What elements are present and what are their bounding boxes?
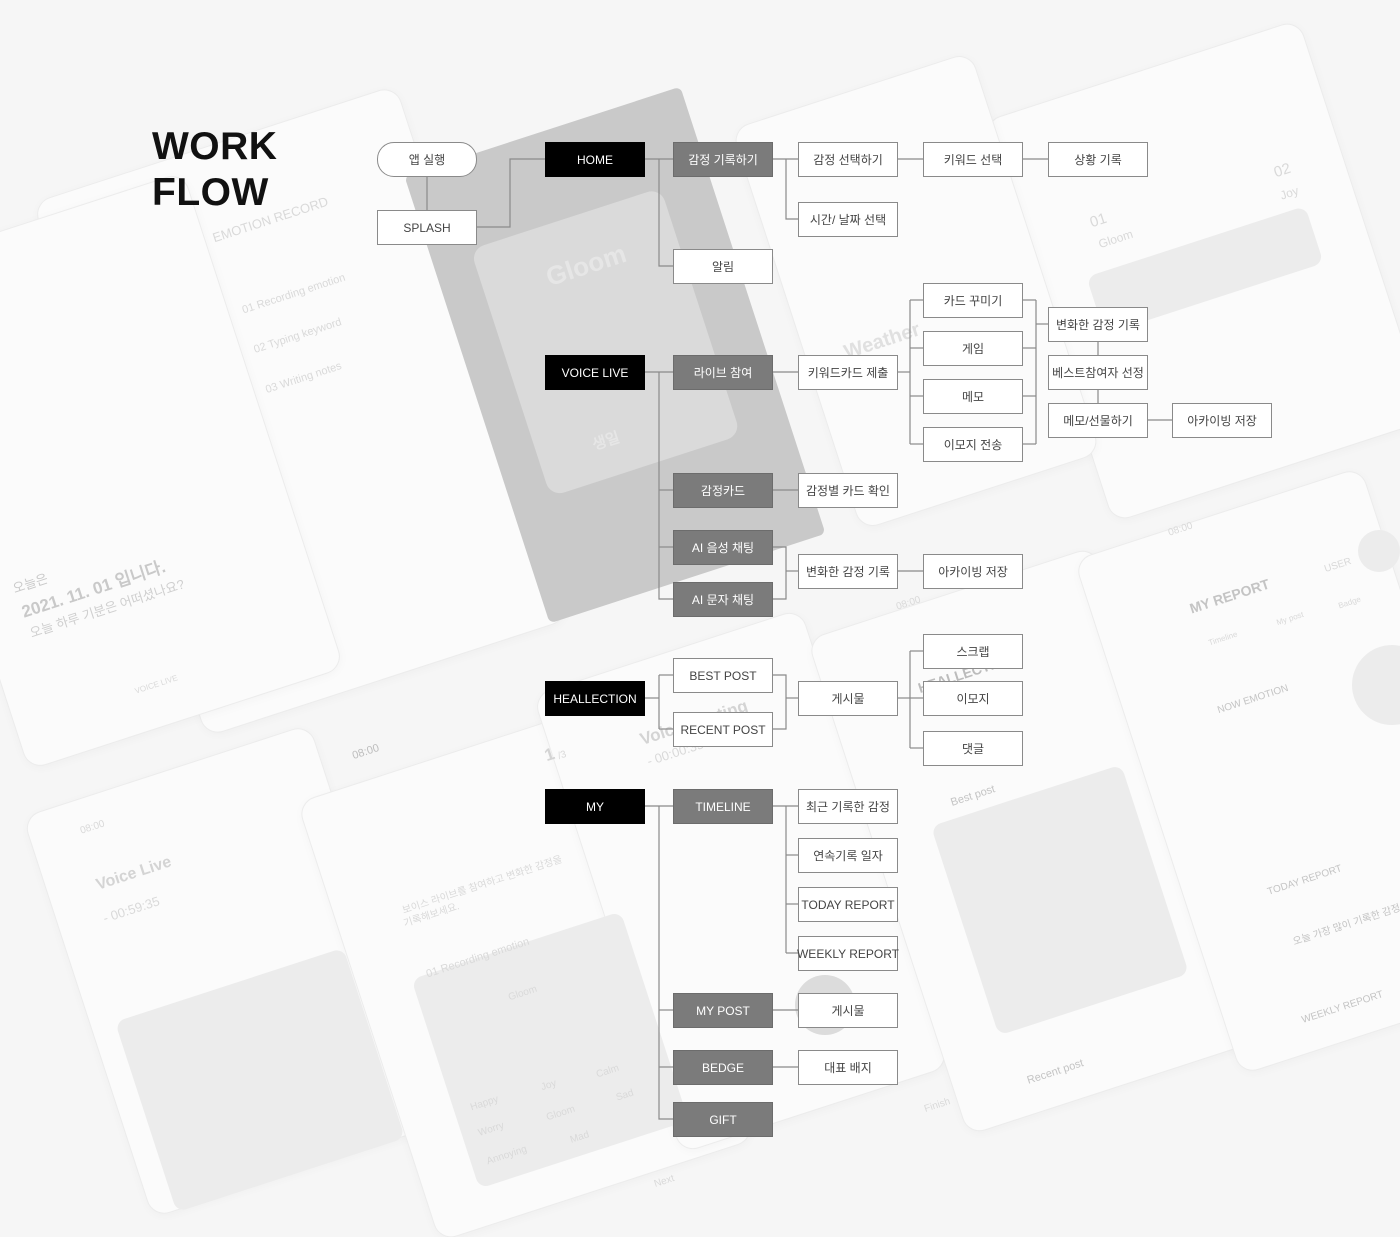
- node-home: HOME: [545, 142, 645, 177]
- node-my-post: MY POST: [673, 993, 773, 1028]
- node-my-posts: 게시물: [798, 993, 898, 1028]
- node-memo-gift: 메모/선물하기: [1048, 403, 1148, 438]
- node-emoji: 이모지: [923, 681, 1023, 716]
- node-send-emoji: 이모지 전송: [923, 427, 1023, 462]
- node-record-emotion: 감정 기록하기: [673, 142, 773, 177]
- node-best-post: BEST POST: [673, 658, 773, 693]
- node-ai-text-chat: AI 문자 채팅: [673, 582, 773, 617]
- bg-circle: [190, 1125, 236, 1171]
- node-voice-live: VOICE LIVE: [545, 355, 645, 390]
- node-main-badge: 대표 배지: [798, 1050, 898, 1085]
- node-decorate-card: 카드 꾸미기: [923, 283, 1023, 318]
- bg-circle: [255, 1108, 299, 1152]
- node-app-launch: 앱 실행: [377, 142, 477, 177]
- node-ai-voice-chat: AI 음성 채팅: [673, 530, 773, 565]
- bg-circle: [316, 1092, 360, 1136]
- node-recent-post: RECENT POST: [673, 712, 773, 747]
- node-weekly-report: WEEKLY REPORT: [797, 936, 899, 971]
- node-best-participant: 베스트참여자 선정: [1048, 355, 1148, 390]
- node-select-keyword: 키워드 선택: [923, 142, 1023, 177]
- node-my: MY: [545, 789, 645, 824]
- node-changed-emotion-record-2: 변화한 감정 기록: [798, 554, 898, 589]
- node-select-time-date: 시간/ 날짜 선택: [798, 202, 898, 237]
- node-archive-save-1: 아카이빙 저장: [1172, 403, 1272, 438]
- node-record-situation: 상황 기록: [1048, 142, 1148, 177]
- bg-circle: [1358, 530, 1400, 572]
- node-heallection: HEALLECTION: [545, 681, 645, 716]
- node-archive-save-2: 아카이빙 저장: [923, 554, 1023, 589]
- node-splash: SPLASH: [377, 210, 477, 245]
- title-line-2: FLOW: [152, 171, 269, 214]
- node-posts: 게시물: [798, 681, 898, 716]
- title-line-1: WORK: [152, 125, 278, 168]
- node-submit-keyword-card: 키워드카드 제출: [798, 355, 898, 390]
- node-comment: 댓글: [923, 731, 1023, 766]
- node-select-emotion: 감정 선택하기: [798, 142, 898, 177]
- workflow-title: WORK FLOW: [152, 124, 277, 216]
- node-today-report: TODAY REPORT: [798, 887, 898, 922]
- node-emotion-card: 감정카드: [673, 473, 773, 508]
- node-scrap: 스크랩: [923, 634, 1023, 669]
- node-live-join: 라이브 참여: [673, 355, 773, 390]
- node-streak-days: 연속기록 일자: [798, 838, 898, 873]
- node-timeline: TIMELINE: [673, 789, 773, 824]
- node-check-cards-by-emotion: 감정별 카드 확인: [798, 473, 898, 508]
- node-changed-emotion-record-1: 변화한 감정 기록: [1048, 307, 1148, 342]
- node-recent-emotion: 최근 기록한 감정: [798, 789, 898, 824]
- node-bedge: BEDGE: [673, 1050, 773, 1085]
- node-memo: 메모: [923, 379, 1023, 414]
- node-game: 게임: [923, 331, 1023, 366]
- bg-circle: [218, 1010, 286, 1078]
- node-gift: GIFT: [673, 1102, 773, 1137]
- node-notification: 알림: [673, 249, 773, 284]
